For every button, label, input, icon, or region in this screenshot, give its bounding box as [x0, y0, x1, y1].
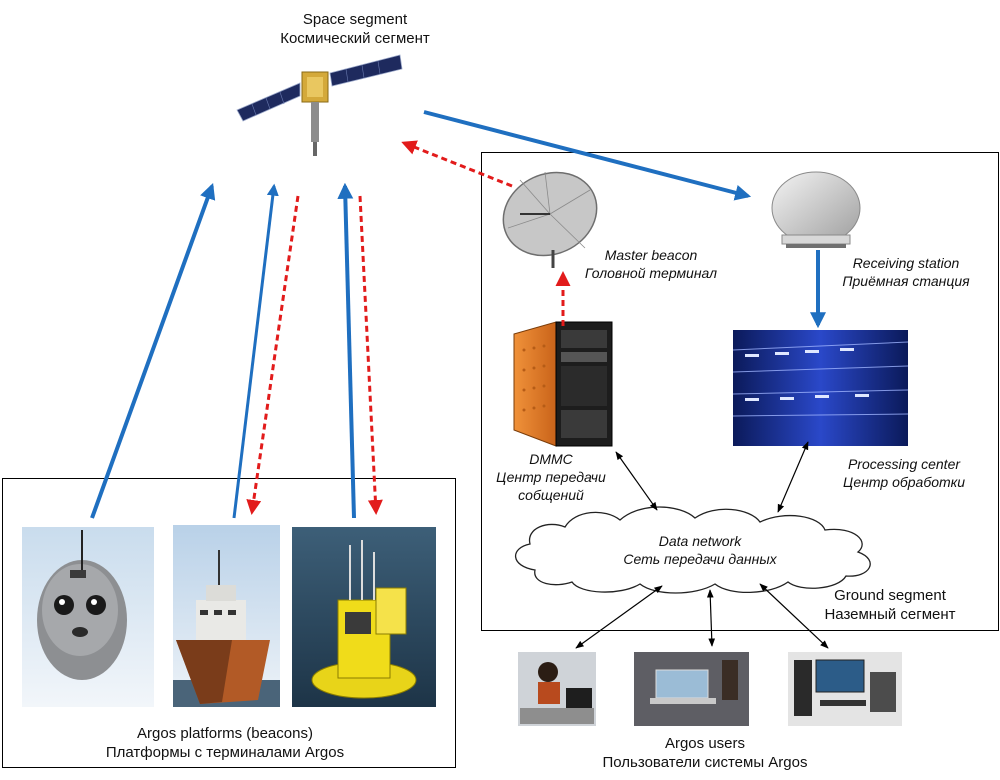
receiving-station-label-en: Receiving station: [852, 255, 960, 271]
processing-center-label: Processing center Центр обработки: [826, 455, 982, 491]
ship-photo: [173, 525, 280, 707]
data-network-label-ru: Сеть передачи данных: [623, 551, 777, 567]
data-network-label-en: Data network: [658, 533, 742, 549]
processing-center-datacenter-icon: [732, 330, 909, 446]
dmmc-label-en: DMMC: [529, 451, 573, 467]
seal-photo: [22, 527, 154, 707]
data-network-label: Data network Сеть передачи данных: [600, 532, 800, 568]
ground-segment-title-ru: Наземный сегмент: [824, 606, 956, 623]
platforms-title: Argos platforms (beacons) Платформы с те…: [40, 724, 410, 762]
user-photo-3: [788, 652, 902, 726]
user-photo-2: [634, 652, 749, 726]
buoy-photo: [292, 527, 436, 707]
master-beacon-label-en: Master beacon: [604, 247, 698, 263]
users-title-en: Argos users: [664, 735, 746, 752]
platforms-title-en: Argos platforms (beacons): [137, 725, 313, 742]
master-beacon-label-ru: Головной терминал: [584, 265, 718, 281]
dmmc-label-ru-2: собщений: [518, 487, 584, 503]
dmmc-label-ru-1: Центр передачи: [496, 469, 606, 485]
master-beacon-dish-icon: [502, 171, 598, 268]
ground-segment-frame: [481, 152, 999, 631]
users-title-ru: Пользователи системы Argos: [602, 754, 808, 771]
downlink-arrows: [246, 140, 571, 515]
master-beacon-label: Master beacon Головной терминал: [566, 246, 736, 282]
platforms-title-ru: Платформы с терминалами Argos: [105, 744, 345, 761]
space-segment-title-en: Space segment: [302, 11, 408, 28]
ground-segment-title: Ground segment Наземный сегмент: [790, 586, 990, 624]
network-arrows: [575, 441, 829, 649]
receiving-station-label-ru: Приёмная станция: [842, 273, 970, 289]
dmmc-server-rack-icon: [513, 321, 613, 447]
uplink-arrows: [90, 110, 826, 519]
ground-segment-title-en: Ground segment: [834, 587, 946, 604]
dmmc-label: DMMC Центр передачи собщений: [486, 450, 616, 504]
processing-center-label-ru: Центр обработки: [842, 474, 966, 490]
space-segment-title-ru: Космический сегмент: [280, 30, 430, 47]
receiving-station-radome-icon: [771, 171, 861, 248]
user-photo-1: [518, 652, 596, 726]
users-title: Argos users Пользователи системы Argos: [560, 734, 850, 772]
satellite-icon: [236, 54, 403, 156]
processing-center-label-en: Processing center: [847, 456, 961, 472]
receiving-station-label: Receiving station Приёмная станция: [826, 254, 986, 290]
space-segment-title: Space segment Космический сегмент: [240, 10, 470, 48]
platforms-frame: [2, 478, 456, 768]
